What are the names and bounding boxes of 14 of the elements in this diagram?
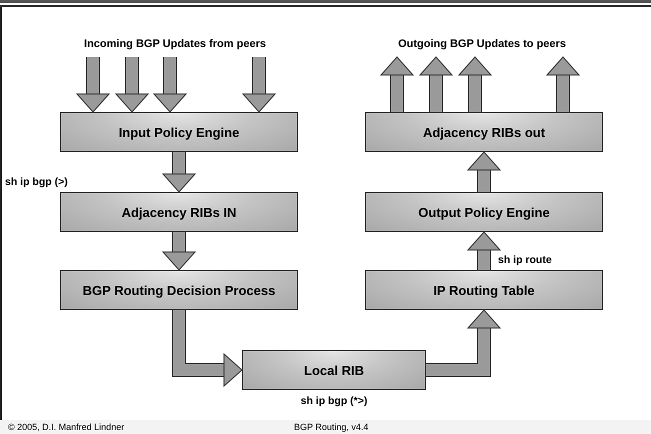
process-box: Adjacency RIBs out [365,112,603,152]
process-box: Adjacency RIBs IN [60,192,298,232]
footer-text: BGP Routing, v4.4 [294,422,368,432]
process-box: Local RIB [242,350,426,390]
command-label: sh ip bgp (>) [5,176,68,188]
process-box: Output Policy Engine [365,192,603,232]
process-box: Input Policy Engine [60,112,298,152]
command-label: sh ip bgp (*>) [300,395,368,407]
command-label: sh ip route [498,254,552,266]
heading: Outgoing BGP Updates to peers [370,34,594,54]
footer-text: © 2005, D.I. Manfred Lindner [8,422,124,432]
heading: Incoming BGP Updates from peers [50,34,300,54]
process-box: BGP Routing Decision Process [60,270,298,310]
process-box: IP Routing Table [365,270,603,310]
